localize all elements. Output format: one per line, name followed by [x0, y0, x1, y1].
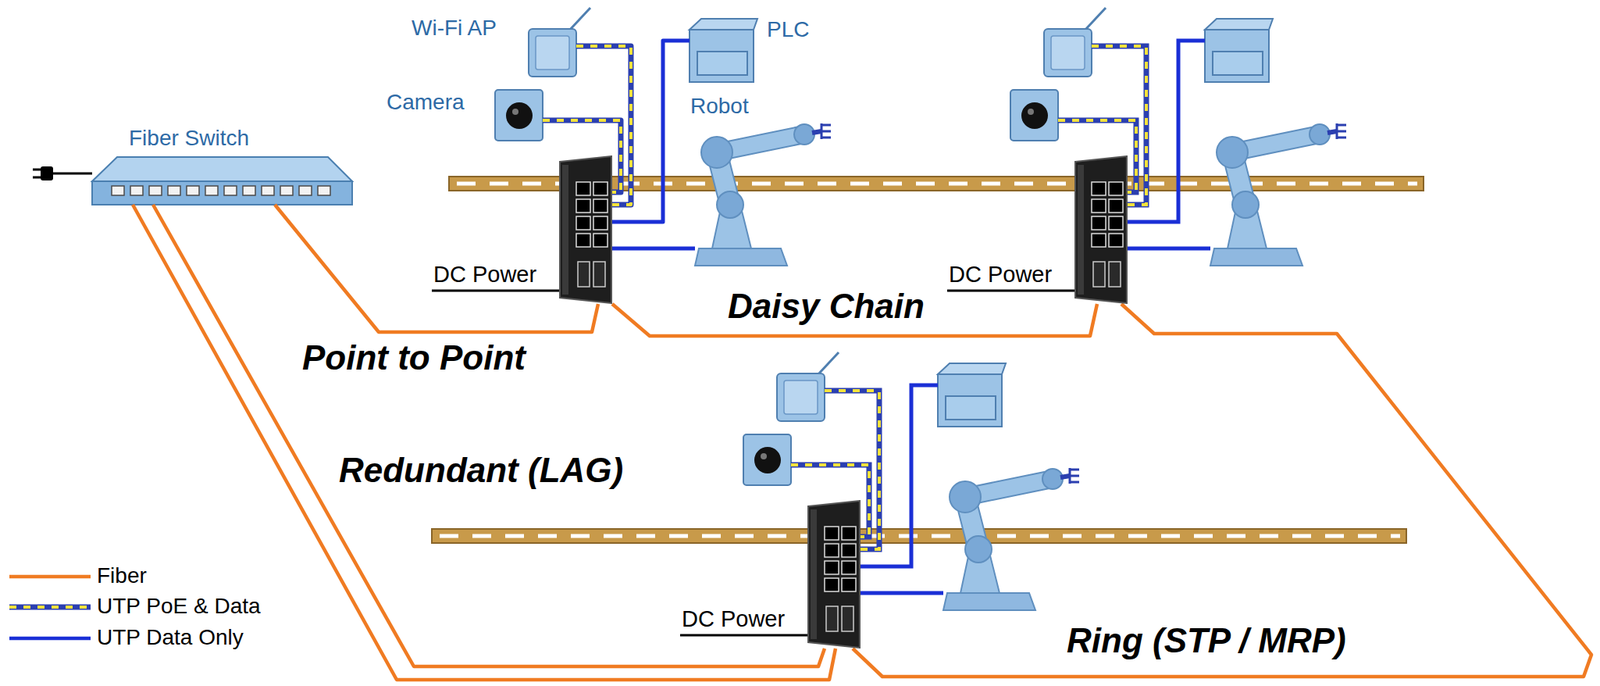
device-label: Fiber Switch [128, 126, 250, 151]
wifi-ap: Wi-Fi AP [528, 28, 577, 77]
data-cable [612, 248, 695, 250]
legend-text: Fiber [96, 563, 147, 588]
data-cable [612, 40, 690, 222]
topology-label: Point to Point [302, 338, 526, 377]
industrial-switch: DC Power [1074, 155, 1128, 304]
legend-swatch [7, 570, 94, 583]
legend-swatch [7, 631, 94, 645]
industrial-switch: DC Power [559, 155, 613, 304]
topology-label: Redundant (LAG) [338, 451, 624, 489]
robot: Robot [694, 124, 832, 266]
topology-label: Ring (STP / MRP) [1066, 621, 1347, 660]
topology-label: Daisy Chain [727, 287, 925, 325]
device-label: PLC [766, 17, 809, 43]
fiber-link [274, 204, 599, 332]
device-label: Robot [690, 94, 749, 119]
industrial-switch: DC Power [807, 499, 861, 649]
legend-swatch [7, 600, 94, 613]
device-label: Camera [386, 90, 465, 115]
fiber-link [852, 303, 1592, 677]
fiber-switch: Fiber Switch [92, 156, 353, 205]
camera: Camera [495, 89, 543, 141]
legend-text: UTP PoE & Data [96, 594, 261, 619]
power-label: DC Power [948, 262, 1052, 288]
legend-text: UTP Data Only [96, 625, 244, 650]
switch-body [1074, 155, 1128, 304]
power-label: DC Power [681, 606, 785, 632]
switch-body [807, 499, 861, 649]
switch-body [559, 155, 613, 304]
power-label: DC Power [433, 262, 537, 288]
device-label: Wi-Fi AP [411, 16, 497, 41]
plc: PLC [689, 18, 758, 82]
